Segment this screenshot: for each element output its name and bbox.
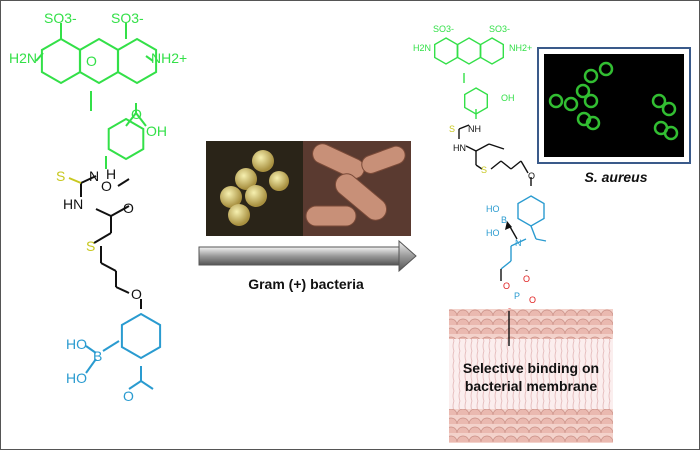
benzene-ring xyxy=(40,37,82,85)
ester-o-label: O xyxy=(101,178,112,194)
n-label: N xyxy=(89,168,99,184)
s-aureus-caption: S. aureus xyxy=(584,169,648,185)
ether-o-label: O xyxy=(528,171,535,181)
iminium-label: NH2+ xyxy=(509,43,532,53)
benzene-ring xyxy=(107,117,145,161)
thioether-s-label: S xyxy=(86,238,95,254)
membrane-caption-line2: bacterial membrane xyxy=(464,378,598,394)
nh-label: NH xyxy=(468,124,481,134)
ho-label: HO xyxy=(66,336,87,352)
ring-oxygen-label: O xyxy=(86,53,97,69)
so3-label: SO3- xyxy=(489,24,510,34)
fluorophore-core xyxy=(40,37,158,161)
benzene-ring xyxy=(120,312,162,360)
boron-label: B xyxy=(93,348,102,364)
benzene-ring xyxy=(480,37,504,65)
benzene-ring xyxy=(434,37,458,65)
ester-o2-label: O xyxy=(123,200,134,216)
phos-o-label: O xyxy=(503,281,510,291)
fluorescence-micrograph xyxy=(537,47,691,164)
thio-s-label: S xyxy=(56,168,65,184)
ho-label: HO xyxy=(486,204,500,214)
phosphorus-label: P xyxy=(514,291,520,301)
hn-label: HN xyxy=(63,196,83,212)
ho-label: HO xyxy=(66,370,87,386)
so3-label: SO3- xyxy=(433,24,454,34)
benzene-ring xyxy=(457,37,481,65)
hn-label: HN xyxy=(453,143,466,153)
benzene-ring xyxy=(517,195,545,227)
h-label: H xyxy=(106,166,116,182)
acetyl-o-label: O xyxy=(123,388,134,404)
phos-o-label: O xyxy=(523,274,530,284)
cooh-label: OH xyxy=(146,123,167,139)
so3-label: SO3- xyxy=(111,10,144,26)
right-molecule-labels: SO3- SO3- H2N NH2+ OH NH S HN S O HO B H… xyxy=(413,24,536,317)
gram-positive-caption: Gram (+) bacteria xyxy=(248,276,364,292)
boron-label: B xyxy=(501,215,507,225)
phos-o-label: O xyxy=(529,295,536,305)
thio-s-label: S xyxy=(449,124,455,134)
right-molecule xyxy=(434,37,547,326)
membrane-illustration xyxy=(449,309,613,443)
left-molecule xyxy=(35,23,162,390)
benzene-ring xyxy=(116,37,158,85)
ho-label: HO xyxy=(486,228,500,238)
so3-label: SO3- xyxy=(44,10,77,26)
amine-label: H2N xyxy=(9,50,37,66)
reaction-arrow xyxy=(198,239,417,273)
boronic-ring xyxy=(120,312,162,360)
phos-charge: - xyxy=(525,265,528,275)
ether-o-label: O xyxy=(131,286,142,302)
imine-n-label: N xyxy=(515,238,522,248)
iminium-label: NH2+ xyxy=(151,50,187,66)
membrane-caption: Selective binding on bacterial membrane xyxy=(449,359,613,395)
bacteria-photo xyxy=(206,141,411,236)
cooh-label: OH xyxy=(501,93,515,103)
thioether-s-label: S xyxy=(481,165,487,175)
left-molecule-labels: SO3- SO3- H2N NH2+ O O OH N H S HN O O S… xyxy=(9,10,187,404)
amine-label: H2N xyxy=(413,43,431,53)
membrane-caption-line1: Selective binding on xyxy=(462,360,600,376)
carbonyl-label: O xyxy=(131,106,142,122)
